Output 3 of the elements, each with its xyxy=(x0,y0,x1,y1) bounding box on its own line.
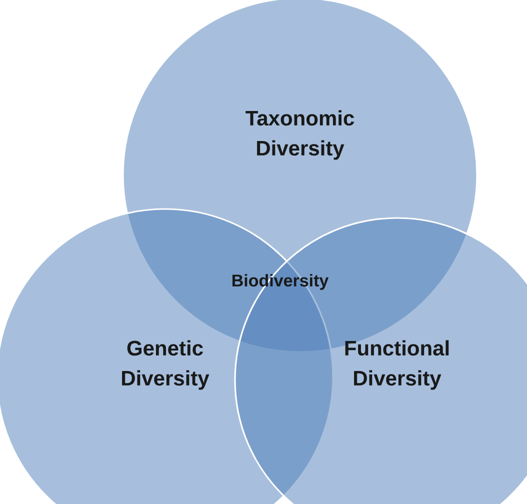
circle-label: Genetic Diversity xyxy=(122,340,210,390)
circle-label: Taxonomic Diversity xyxy=(246,110,354,160)
circle-label: Functional Diversity xyxy=(345,340,449,390)
